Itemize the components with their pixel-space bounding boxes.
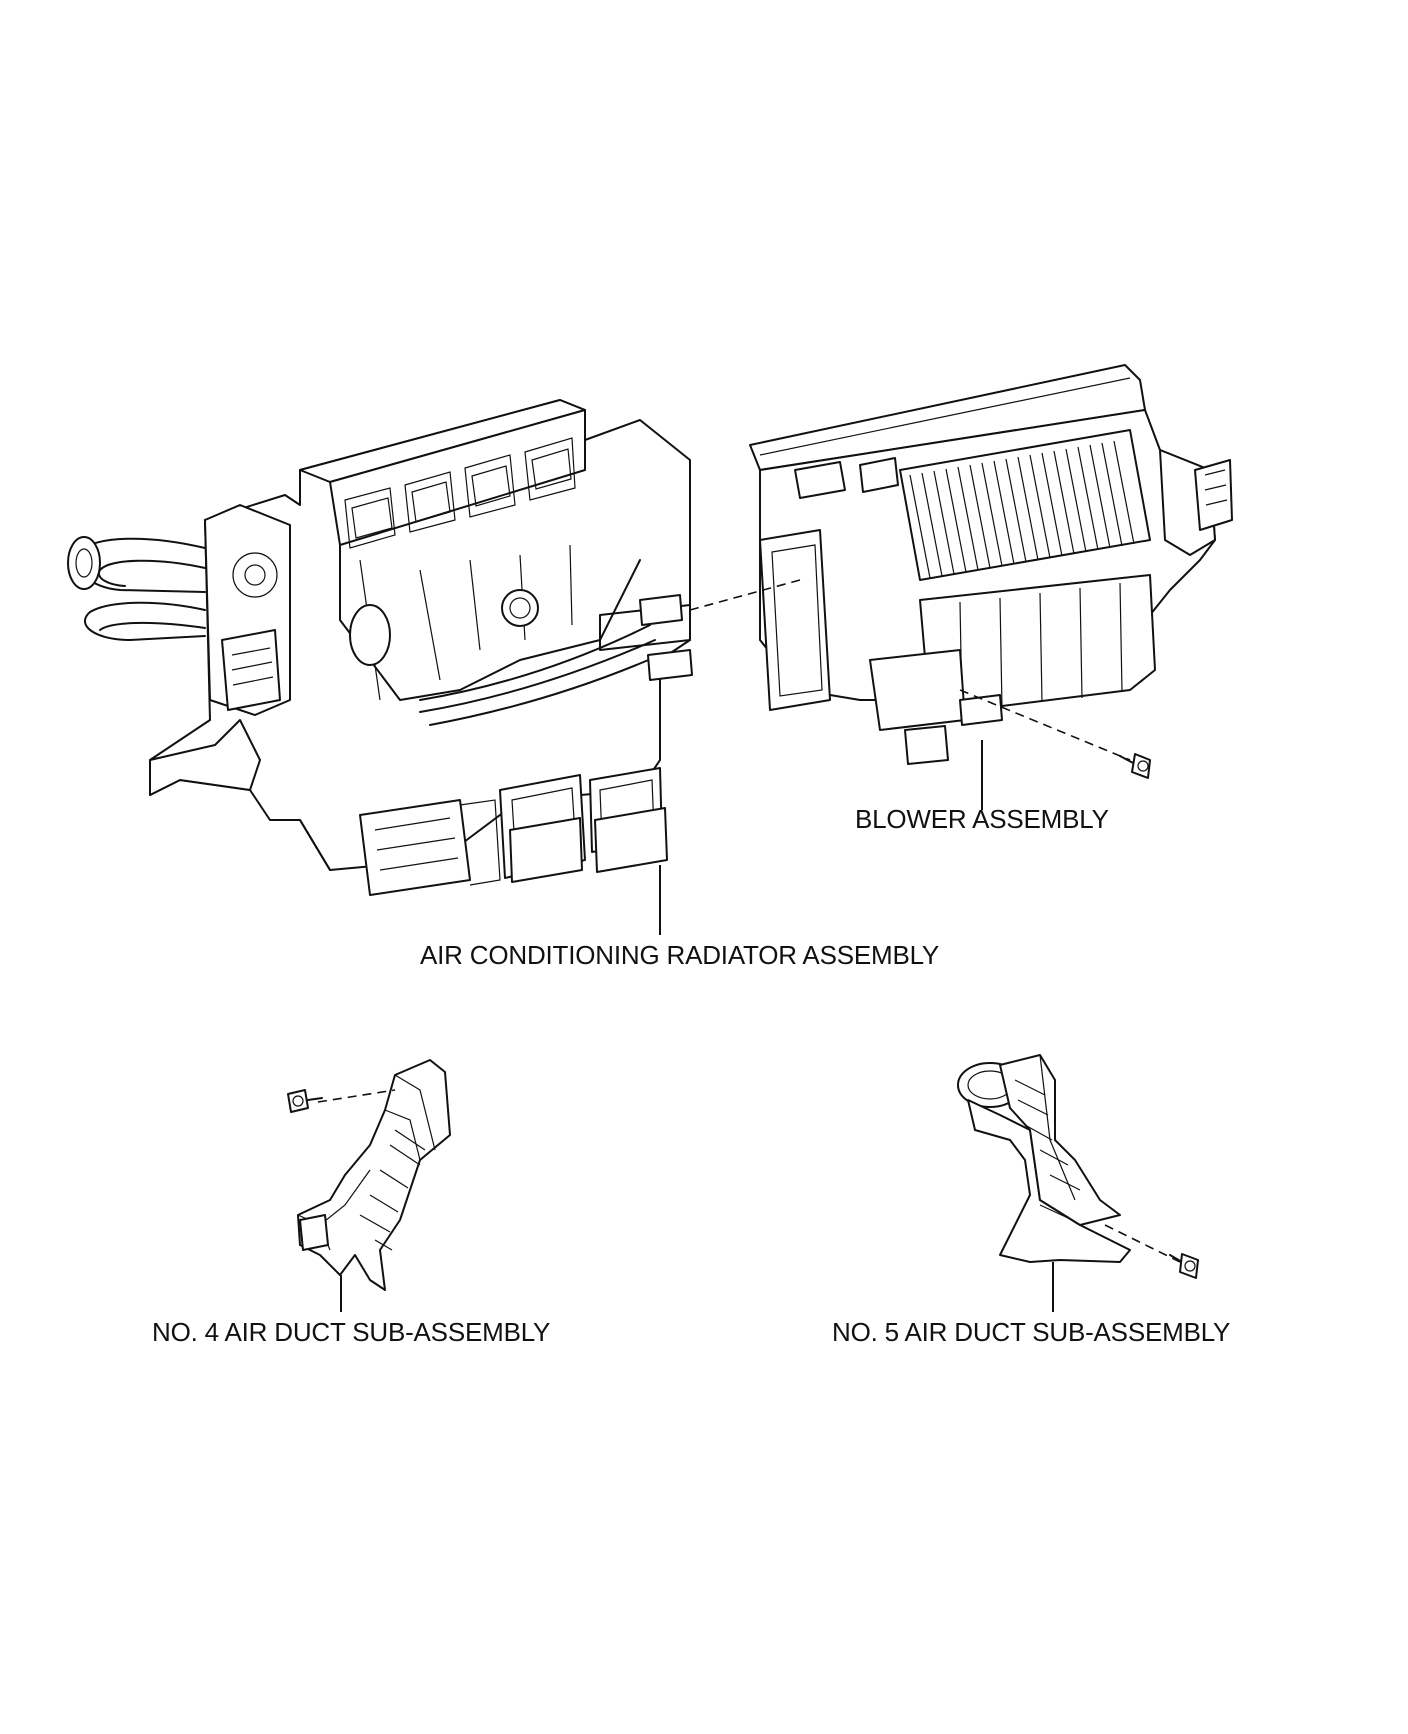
ac-radiator-assembly-label: AIR CONDITIONING RADIATOR ASSEMBLY bbox=[420, 940, 940, 970]
no5-air-duct-drawing bbox=[957, 1054, 1131, 1263]
assembly-alignment-dashed-line bbox=[689, 579, 801, 611]
blower-assembly-drawing bbox=[749, 364, 1233, 765]
no4-air-duct-drawing bbox=[297, 1059, 451, 1291]
duct4-screw-icon bbox=[287, 1089, 323, 1113]
no5-air-duct-label: NO. 5 AIR DUCT SUB-ASSEMBLY bbox=[832, 1317, 1231, 1347]
duct5-screw-icon bbox=[1169, 1253, 1199, 1279]
blower-screw-dashed-line bbox=[959, 689, 1131, 761]
blower-screw-icon bbox=[1119, 753, 1151, 779]
blower-assembly-label: BLOWER ASSEMBLY bbox=[855, 804, 1109, 834]
no4-air-duct-label: NO. 4 AIR DUCT SUB-ASSEMBLY bbox=[152, 1317, 551, 1347]
ac-radiator-assembly-drawing bbox=[67, 399, 693, 896]
duct4-screw-dashed-line bbox=[317, 1089, 396, 1103]
